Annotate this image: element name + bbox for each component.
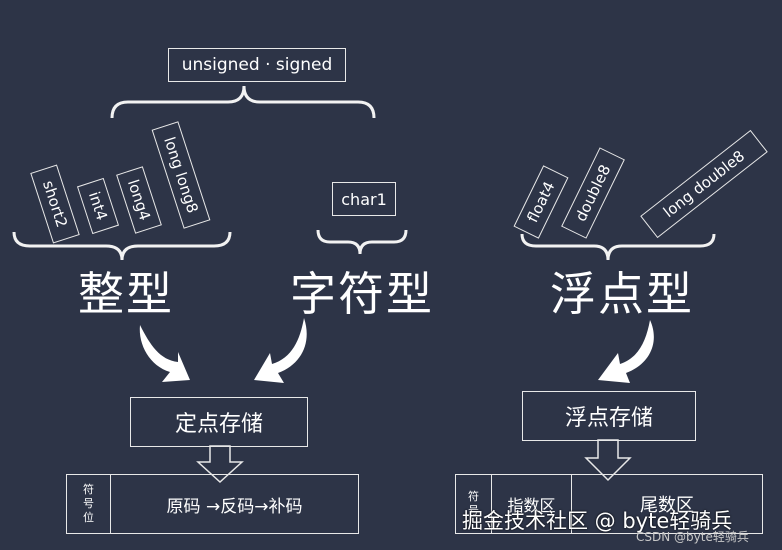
mantissa-label: 尾数区 — [640, 495, 694, 516]
type-tag-char: char1 — [332, 182, 396, 216]
float-title: 浮点型 — [550, 267, 694, 321]
char-brace — [316, 229, 408, 255]
down-arrow-float — [584, 439, 632, 482]
unsigned-signed-label: unsigned · signed — [168, 48, 346, 82]
top-brace — [110, 85, 376, 119]
float-storage-table: 符号 指数区 尾数区 — [455, 474, 763, 534]
code-conversion-label: 原码 →反码→补码 — [166, 496, 303, 517]
watermark-main: 掘金技术社区 @ byte轻骑兵 — [462, 509, 733, 533]
float-storage-label: 浮点存储 — [564, 406, 653, 431]
down-arrow-fixed — [196, 445, 244, 484]
curved-arrow-char — [254, 318, 307, 383]
unsigned-signed-text: unsigned · signed — [181, 55, 333, 75]
exponent-cell: 指数区 — [492, 475, 572, 533]
fixed-storage-label: 定点存储 — [174, 412, 263, 437]
curved-arrow-integer — [139, 325, 190, 382]
code-cell: 原码 →反码→补码 — [111, 475, 358, 533]
float-storage-box: 浮点存储 — [522, 391, 696, 441]
fixed-storage-table: 符号位 原码 →反码→补码 — [66, 474, 359, 534]
float-sign-label: 符号 — [468, 490, 479, 517]
exponent-label: 指数区 — [507, 496, 556, 515]
float-brace — [520, 233, 716, 261]
char-title: 字符型 — [290, 267, 434, 321]
sign-bit-cell: 符号位 — [67, 475, 111, 533]
float-sign-cell: 符号 — [456, 475, 492, 533]
fixed-storage-box: 定点存储 — [130, 397, 308, 447]
integer-title: 整型 — [78, 267, 174, 321]
watermark-small: CSDN @byte轻骑兵 — [636, 530, 749, 544]
integer-brace — [12, 231, 232, 261]
curved-arrow-float — [598, 320, 654, 383]
mantissa-cell: 尾数区 — [572, 475, 762, 533]
sign-bit-label: 符号位 — [83, 483, 94, 524]
